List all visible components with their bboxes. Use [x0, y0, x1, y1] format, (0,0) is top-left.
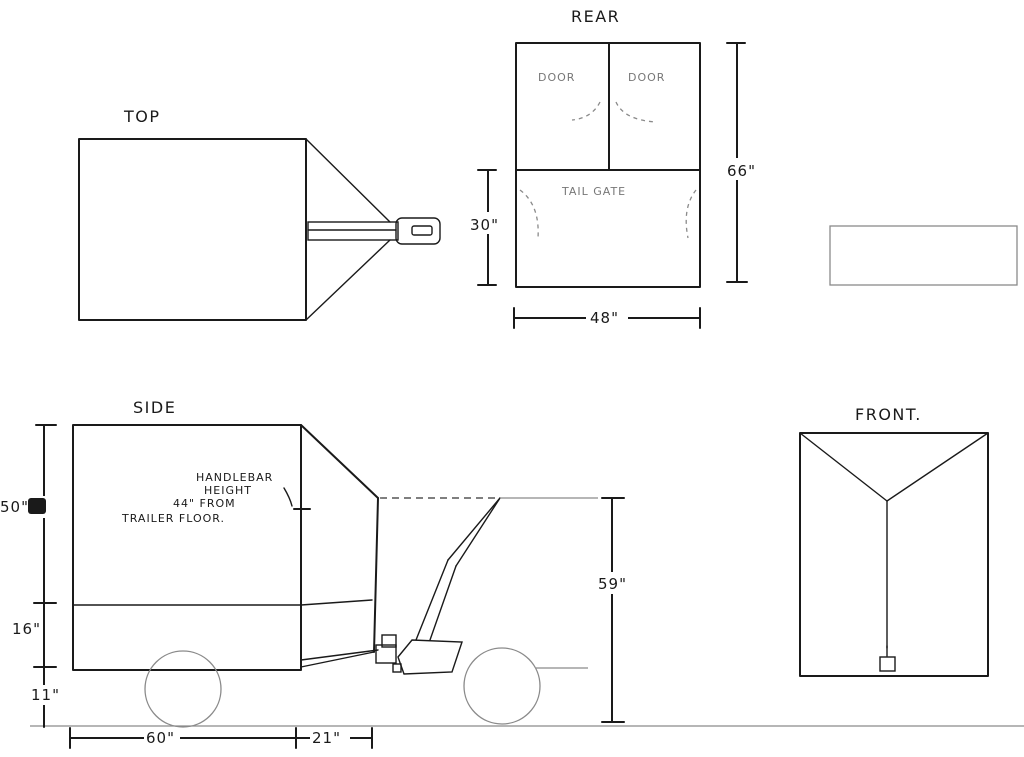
top-view-tongue-upper [305, 138, 391, 223]
rear-view-title: REAR [571, 7, 620, 26]
handlebar-note-line2: HEIGHT [204, 484, 252, 497]
front-hitch [879, 656, 896, 672]
side-view-body [72, 424, 302, 671]
trailer-wheel [144, 650, 222, 728]
top-view: TOP [78, 107, 441, 321]
side-tongue-length-dim: 21" [312, 729, 341, 747]
rear-height-dim: 66" [727, 162, 756, 180]
side-body-height-dim: 50" [0, 498, 29, 516]
faint-erased-rectangle [829, 225, 1018, 286]
side-body-length-dim: 60" [146, 729, 175, 747]
rear-door-right-label: DOOR [628, 71, 665, 84]
top-view-body [78, 138, 307, 321]
rear-tailgate-label: TAIL GATE [561, 185, 626, 198]
side-view-hitch [375, 644, 397, 664]
rear-width-dim: 48" [590, 309, 619, 327]
front-view-title: FRONT. [855, 405, 922, 424]
top-view-hitch [395, 217, 441, 245]
handlebar-note-line1: HANDLEBAR [196, 471, 273, 484]
top-view-tongue-lower [305, 239, 391, 321]
handlebar-note-line4: TRAILER FLOOR. [121, 512, 225, 525]
side-ground-clearance-dim: 11" [31, 686, 60, 704]
top-view-drawbar [307, 221, 399, 241]
handlebar-height-dim: 59" [598, 575, 627, 593]
front-tongue-right [886, 432, 989, 502]
bike-mount-bracket [397, 639, 463, 675]
door-swing-left-arrow [571, 101, 601, 121]
handlebar-note-line3: 44" FROM [173, 497, 236, 510]
side-view-front-wall [373, 497, 379, 653]
tailgate-swing-left-arrow [519, 189, 539, 239]
side-view-slope-top [300, 424, 379, 499]
front-view: FRONT. [799, 405, 989, 677]
front-tongue-left [799, 432, 888, 502]
side-view: SIDE HANDLEBAR HEIGHT 44" FROM TR [0, 398, 1024, 749]
front-view-body [799, 432, 989, 677]
bike-rear-wheel [463, 647, 541, 725]
handlebar-note-arrow [283, 487, 293, 507]
top-view-title: TOP [123, 107, 161, 126]
rear-view: REAR DOOR DOOR TAIL GATE 66" 30" 48" [469, 7, 756, 329]
tailgate-swing-right-arrow [685, 189, 697, 239]
scribbled-correction [28, 498, 46, 514]
rear-door-left-label: DOOR [538, 71, 575, 84]
door-swing-right-arrow [615, 101, 657, 123]
side-view-title: SIDE [133, 398, 176, 417]
top-view-hitch-hole [411, 225, 433, 236]
side-floor-height-dim: 16" [12, 620, 41, 638]
rear-tailgate-dim: 30" [470, 216, 499, 234]
